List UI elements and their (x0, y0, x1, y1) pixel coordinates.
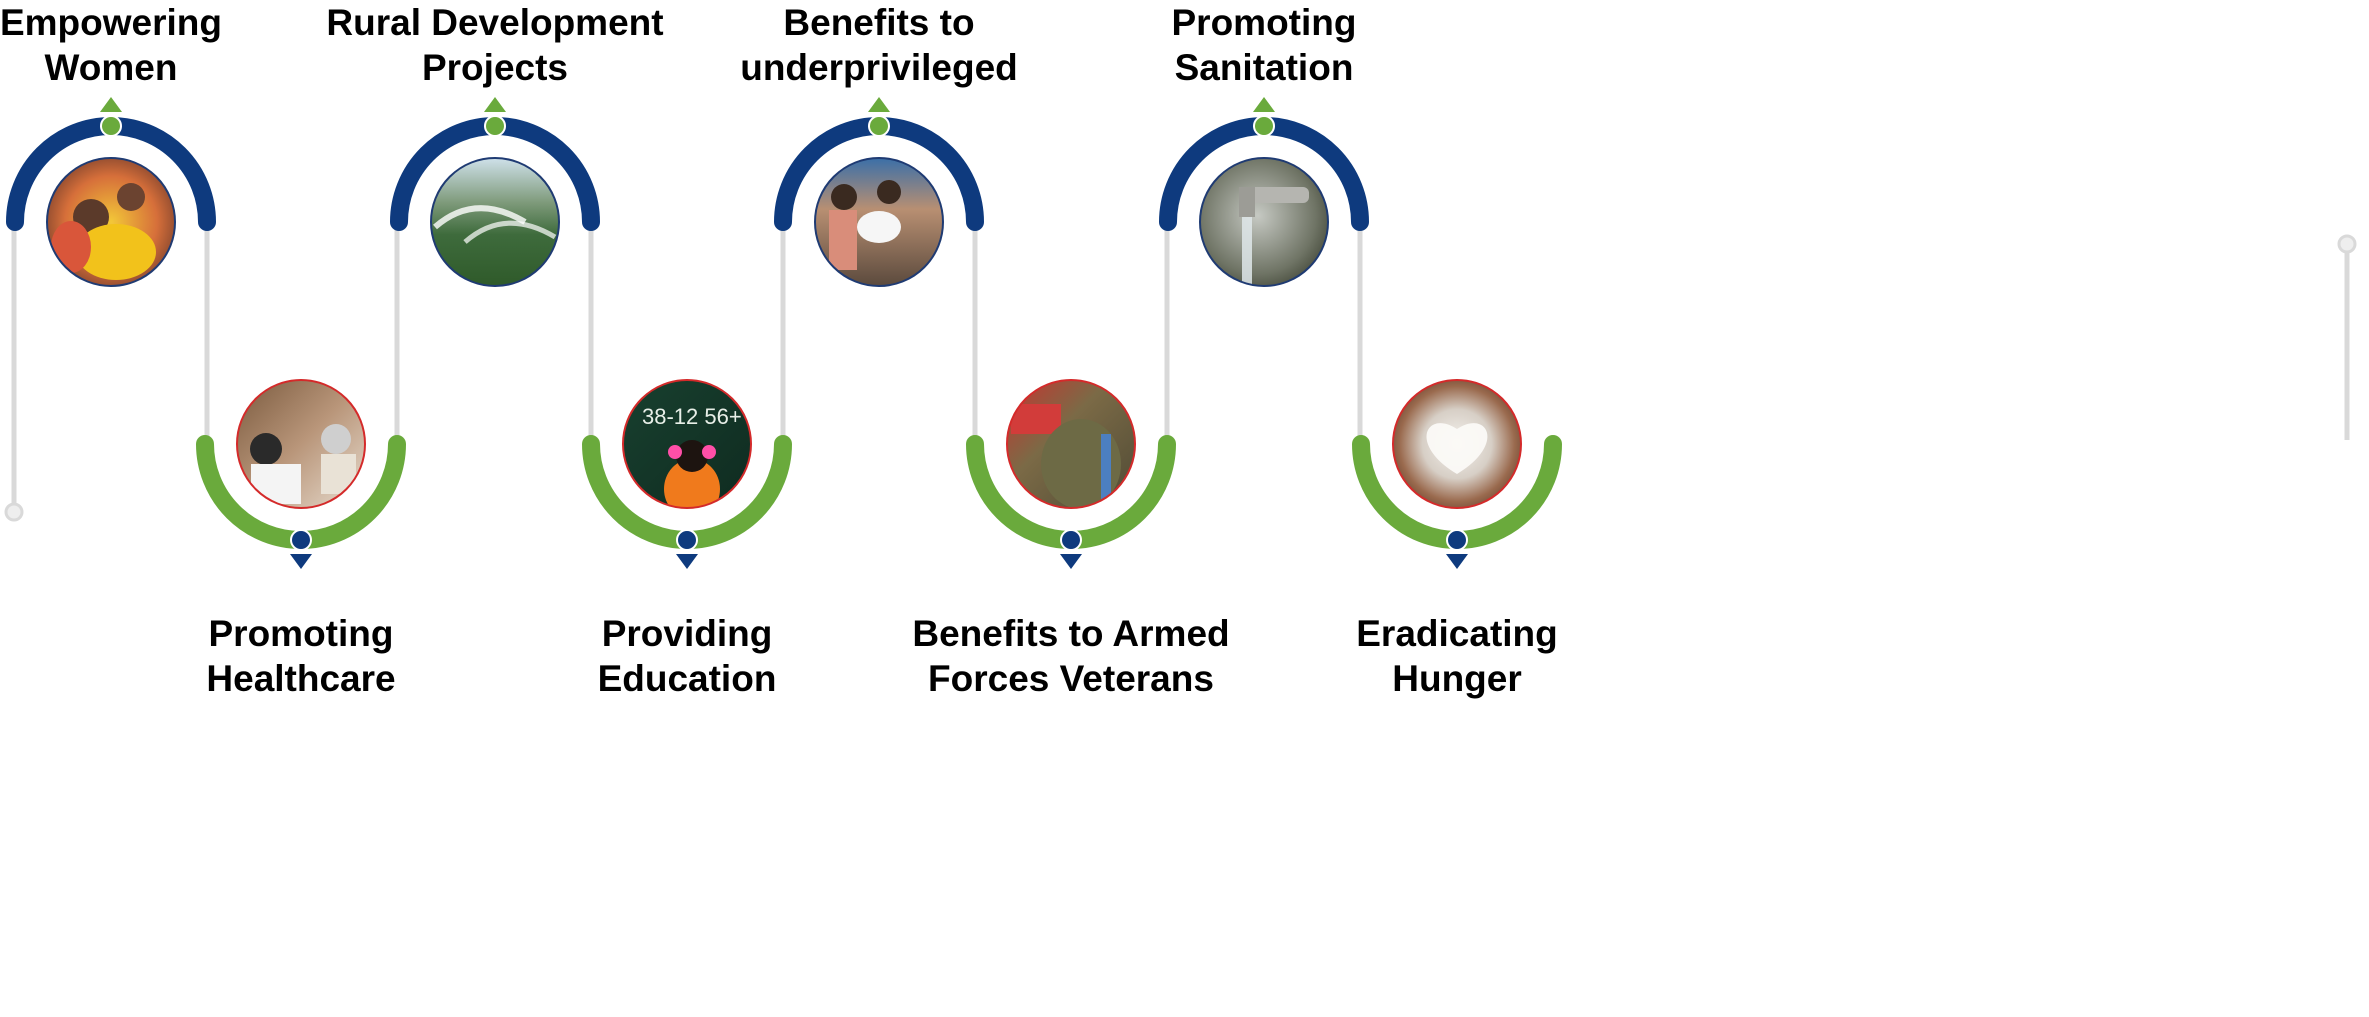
timeline-connectors (11, 228, 2350, 504)
eradicating-hunger-photo (1392, 379, 1522, 509)
arrow-up-icon (868, 97, 890, 112)
timeline-markers (100, 97, 1468, 569)
start-marker (4, 502, 24, 522)
title-line: Women (44, 47, 178, 88)
providing-education-photo: 38-12 56+ (622, 379, 752, 509)
end-marker (2337, 234, 2357, 254)
title-line: Benefits to (783, 2, 975, 43)
title-line: Empowering (0, 2, 223, 43)
title-line: underprivileged (740, 47, 1018, 88)
title-line: Providing (601, 613, 773, 654)
title-line: Rural Development (326, 2, 664, 43)
arrow-down-icon (290, 554, 312, 569)
timeline-photos: 38-12 56+ (46, 157, 1522, 509)
arrow-down-icon (1060, 554, 1082, 569)
title-line: Sanitation (1174, 47, 1354, 88)
promoting-sanitation-photo (1199, 157, 1329, 287)
title-line: Promoting (1171, 2, 1357, 43)
empowering-women-photo (46, 157, 176, 287)
armed-forces-veterans-marker-dot (1060, 529, 1082, 551)
title-line: Hunger (1392, 658, 1522, 699)
arrow-down-icon (1446, 554, 1468, 569)
arrow-down-icon (676, 554, 698, 569)
title-line: Benefits to Armed (912, 613, 1230, 654)
title-line: Education (597, 658, 777, 699)
empowering-women-marker-dot (100, 115, 122, 137)
promoting-healthcare-marker-dot (290, 529, 312, 551)
title-line: Promoting (208, 613, 394, 654)
promoting-sanitation-marker-dot (1253, 115, 1275, 137)
eradicating-hunger-marker-dot (1446, 529, 1468, 551)
title-line: Healthcare (206, 658, 396, 699)
title-line: Eradicating (1356, 613, 1558, 654)
rural-development-marker-dot (484, 115, 506, 137)
title-line: Forces Veterans (928, 658, 1214, 699)
promoting-healthcare-photo (236, 379, 366, 509)
armed-forces-veterans-photo (1006, 379, 1136, 509)
title-line: Projects (421, 47, 568, 88)
providing-education-marker-dot (676, 529, 698, 551)
arrow-up-icon (100, 97, 122, 112)
benefits-underprivileged-photo (814, 157, 944, 287)
rural-development-photo (430, 157, 560, 287)
arrow-up-icon (1253, 97, 1275, 112)
arrow-up-icon (484, 97, 506, 112)
benefits-underprivileged-marker-dot (868, 115, 890, 137)
svg-text:38-12 56+: 38-12 56+ (642, 404, 742, 429)
